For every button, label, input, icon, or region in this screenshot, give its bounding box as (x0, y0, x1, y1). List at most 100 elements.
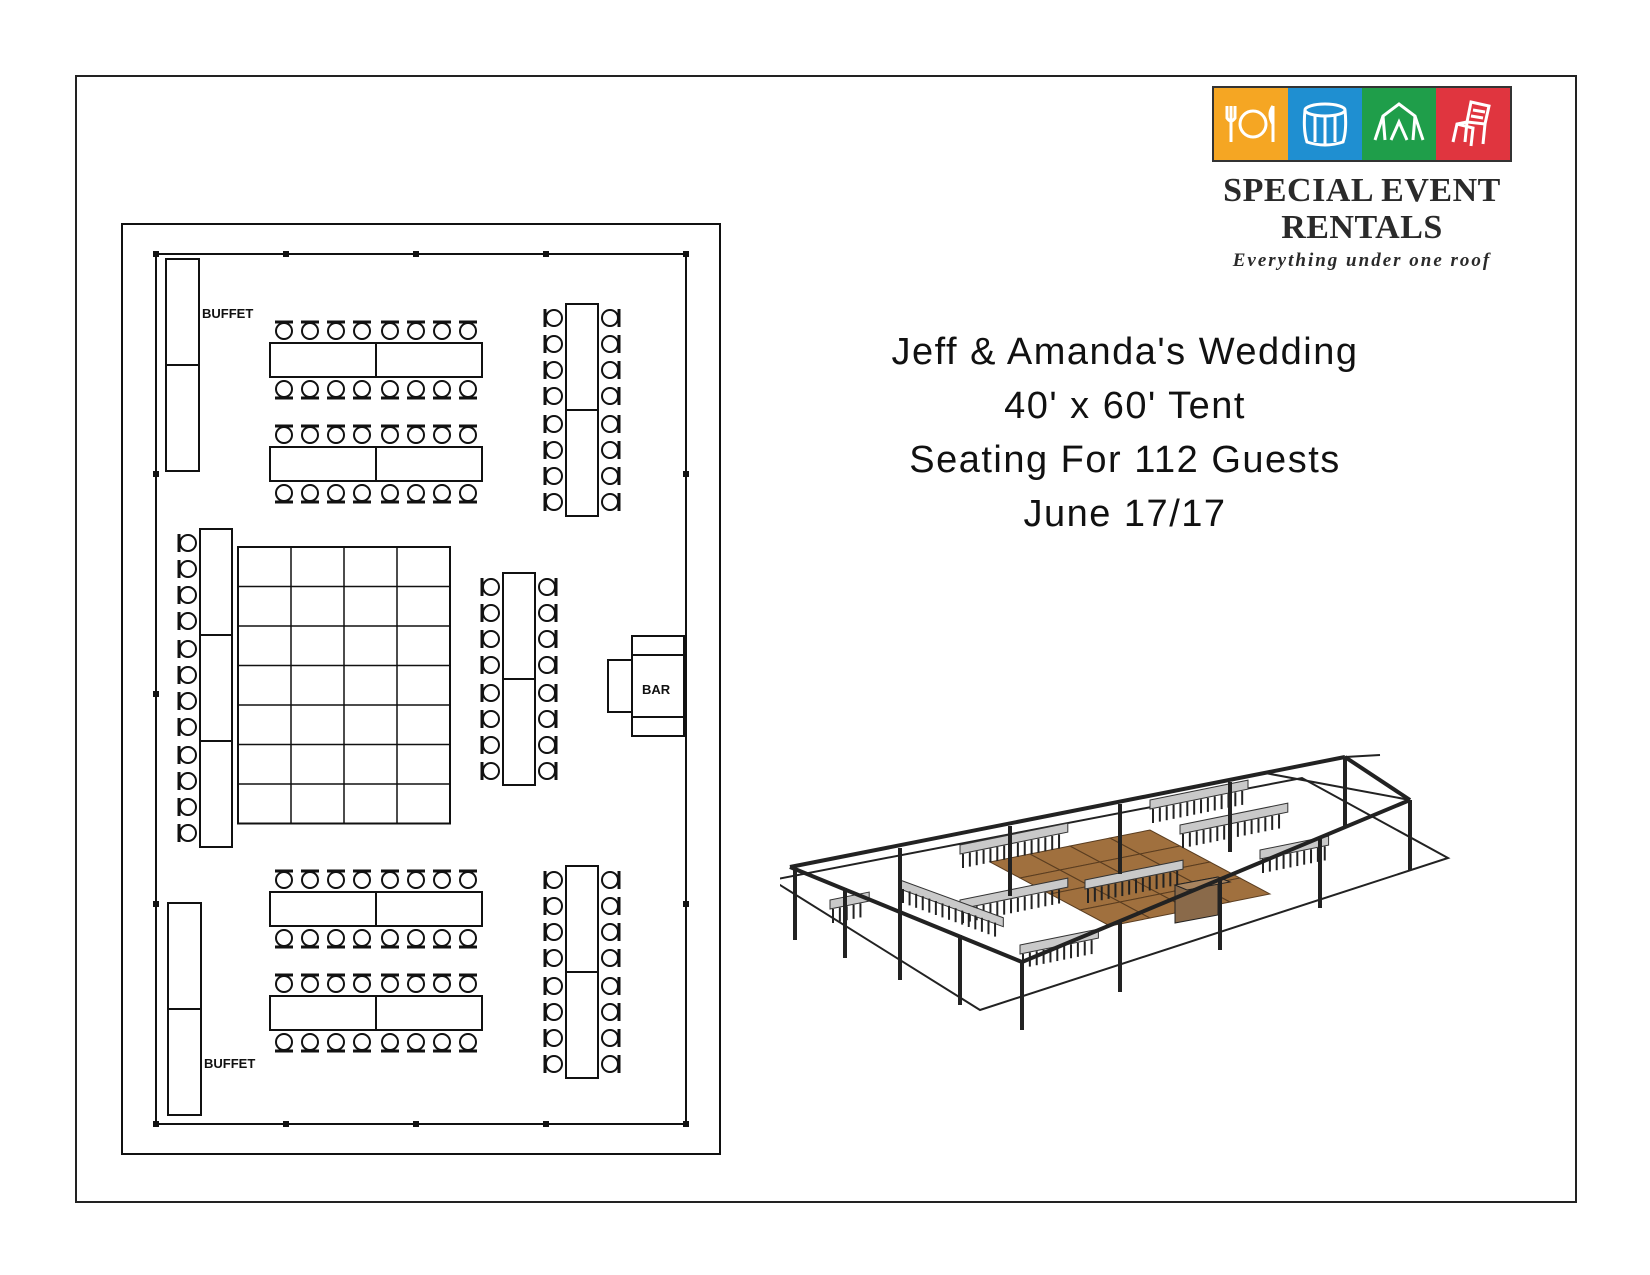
chair-seat (538, 710, 556, 728)
chair (601, 1055, 621, 1073)
chair-seat (381, 871, 399, 889)
chair-seat (179, 772, 197, 790)
frame-beam (789, 755, 1346, 869)
chair-seat (433, 975, 451, 993)
chair-seat (353, 484, 371, 502)
chair (407, 973, 425, 993)
chair-seat (482, 604, 500, 622)
chair (480, 630, 500, 648)
chair (543, 923, 563, 941)
chair-seat (601, 949, 619, 967)
frame-beam (789, 865, 1023, 964)
chair-seat (327, 975, 345, 993)
chair (459, 320, 477, 340)
chair-seat (301, 1033, 319, 1051)
chair-seat (433, 426, 451, 444)
chair-seat (601, 977, 619, 995)
chair-seat (407, 975, 425, 993)
render-table (1149, 779, 1249, 823)
chair (543, 415, 563, 433)
chair (275, 484, 293, 504)
chair-seat (275, 322, 293, 340)
tent-poles (153, 251, 689, 1127)
tent-3d-render (780, 754, 1451, 1030)
render-table-top (1019, 928, 1099, 955)
chair-seat (433, 871, 451, 889)
chair (327, 484, 345, 504)
chair (381, 424, 399, 444)
table (502, 678, 536, 786)
chair-seat (545, 871, 563, 889)
table (375, 342, 483, 378)
chair-seat (353, 929, 371, 947)
chair-seat (275, 975, 293, 993)
chair (601, 361, 621, 379)
chair-seat (407, 380, 425, 398)
render-table (1084, 859, 1184, 903)
chair (459, 973, 477, 993)
chair (543, 1055, 563, 1073)
chair-seat (601, 493, 619, 511)
chair-seat (601, 1055, 619, 1073)
tent-outline (155, 253, 687, 1125)
chair (301, 929, 319, 949)
chair (601, 467, 621, 485)
chair (381, 929, 399, 949)
tent-pole (283, 251, 289, 257)
chair-seat (301, 484, 319, 502)
chair-seat (459, 1033, 477, 1051)
chair-seat (482, 684, 500, 702)
chair-seat (179, 666, 197, 684)
chair-seat (301, 426, 319, 444)
tent-pole (413, 1121, 419, 1127)
chair-seat (601, 415, 619, 433)
chair-seat (538, 604, 556, 622)
chair-seat (407, 426, 425, 444)
chair-seat (179, 692, 197, 710)
chair (538, 762, 558, 780)
tent-pole (153, 251, 159, 257)
chair (327, 1033, 345, 1053)
chair-seat (545, 897, 563, 915)
chair-seat (601, 897, 619, 915)
chair (327, 929, 345, 949)
chair (601, 871, 621, 889)
chair-seat (275, 871, 293, 889)
chair (601, 415, 621, 433)
chair (353, 869, 371, 889)
bar (607, 635, 685, 737)
chair-seat (327, 871, 345, 889)
chair-seat (545, 467, 563, 485)
chair-seat (353, 426, 371, 444)
chair (543, 387, 563, 405)
chair (407, 929, 425, 949)
chair (543, 361, 563, 379)
chair-seat (381, 975, 399, 993)
banquet-tables (177, 303, 621, 1079)
chair (275, 1033, 293, 1053)
chair-seat (601, 1003, 619, 1021)
chair-seat (301, 975, 319, 993)
chair (353, 380, 371, 400)
chair (543, 441, 563, 459)
chair (327, 869, 345, 889)
chair (407, 484, 425, 504)
tent-pole (683, 1121, 689, 1127)
chair (543, 335, 563, 353)
chair (353, 973, 371, 993)
dance-floor (237, 546, 451, 825)
chair-seat (301, 322, 319, 340)
chair (177, 718, 197, 736)
chair (459, 380, 477, 400)
chair (353, 424, 371, 444)
chair (327, 380, 345, 400)
chair (459, 929, 477, 949)
chair (177, 772, 197, 790)
drawing-sheet-border (75, 75, 1577, 1203)
chair-seat (545, 361, 563, 379)
render-table-top (1179, 802, 1289, 835)
chair (433, 1033, 451, 1053)
chair-seat (545, 335, 563, 353)
chair-seat (179, 798, 197, 816)
chair (538, 578, 558, 596)
